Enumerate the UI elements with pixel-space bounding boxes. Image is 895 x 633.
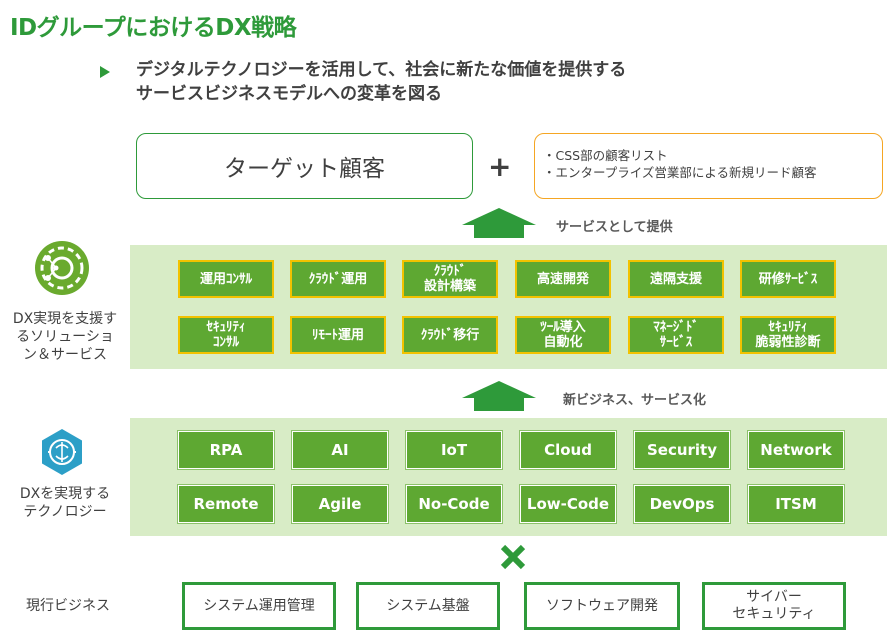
bullet-triangle-icon xyxy=(100,66,110,78)
technology-tile: No-Code xyxy=(405,484,503,524)
services-label-line-1: DX実現を支援す xyxy=(12,311,118,327)
service-tile: ﾘﾓｰﾄ運用 xyxy=(290,316,386,354)
technology-tile: Security xyxy=(633,430,731,470)
service-tile: 研修ｻｰﾋﾞｽ xyxy=(740,260,836,298)
service-tile: 遠隔支援 xyxy=(628,260,724,298)
service-tile: 高速開発 xyxy=(515,260,611,298)
technology-tile: AI xyxy=(291,430,389,470)
technology-tile: ITSM xyxy=(747,484,845,524)
services-label-line-2: るソリューショ xyxy=(16,329,114,345)
service-tile: ｾｷｭﾘﾃｨ脆弱性診断 xyxy=(740,316,836,354)
technology-tile: Remote xyxy=(177,484,275,524)
up-arrow-upper-icon xyxy=(462,208,536,238)
technologies-label: DXを実現する テクノロジー xyxy=(6,485,124,521)
services-label-line-3: ン＆サービス xyxy=(23,347,107,363)
service-tile: ｸﾗｳﾄﾞ設計構築 xyxy=(402,260,498,298)
arrow-caption-lower: 新ビジネス、サービス化 xyxy=(563,393,707,408)
business-box: システム基盤 xyxy=(356,582,500,630)
current-business-label: 現行ビジネス xyxy=(26,598,110,614)
cross-icon xyxy=(499,543,527,571)
up-arrow-lower-icon xyxy=(462,381,536,411)
lead-line-2: サービスビジネスモデルへの変革を図る xyxy=(136,84,442,104)
business-box: システム運用管理 xyxy=(182,582,336,630)
business-box: ソフトウェア開発 xyxy=(524,582,680,630)
technology-tile: Network xyxy=(747,430,845,470)
service-tile: ﾏﾈｰｼﾞﾄﾞｻｰﾋﾞｽ xyxy=(628,316,724,354)
services-label: DX実現を支援す るソリューショ ン＆サービス xyxy=(4,310,126,364)
service-tile: ﾂｰﾙ導入自動化 xyxy=(515,316,611,354)
page-title: IDグループにおけるDX戦略 xyxy=(10,15,297,41)
chip-brain-icon xyxy=(38,428,86,480)
gear-network-icon xyxy=(34,240,90,300)
target-customer-box: ターゲット顧客 xyxy=(136,133,473,199)
service-tile: 運用ｺﾝｻﾙ xyxy=(178,260,274,298)
customer-note-line-2: ・エンタープライズ営業部による新規リード顧客 xyxy=(543,165,817,180)
technologies-label-line-1: DXを実現する xyxy=(19,486,111,502)
plus-sign: + xyxy=(488,150,512,183)
customer-note: ・CSS部の顧客リスト ・エンタープライズ営業部による新規リード顧客 xyxy=(534,133,883,199)
technology-tile: Agile xyxy=(291,484,389,524)
service-tile: ｸﾗｳﾄﾞ移行 xyxy=(402,316,498,354)
technology-tile: Low-Code xyxy=(519,484,617,524)
technology-tile: DevOps xyxy=(633,484,731,524)
technologies-label-line-2: テクノロジー xyxy=(23,504,107,520)
service-tile: ｾｷｭﾘﾃｨｺﾝｻﾙ xyxy=(178,316,274,354)
business-box: サイバーセキュリティ xyxy=(702,582,846,630)
technology-tile: IoT xyxy=(405,430,503,470)
service-tile: ｸﾗｳﾄﾞ運用 xyxy=(290,260,386,298)
technology-tile: Cloud xyxy=(519,430,617,470)
customer-note-line-1: ・CSS部の顧客リスト xyxy=(543,148,668,163)
technology-tile: RPA xyxy=(177,430,275,470)
lead-line-1: デジタルテクノロジーを活用して、社会に新たな価値を提供する xyxy=(136,60,627,80)
lead-text: デジタルテクノロジーを活用して、社会に新たな価値を提供する サービスビジネスモデ… xyxy=(136,58,816,106)
arrow-caption-upper: サービスとして提供 xyxy=(556,220,673,235)
